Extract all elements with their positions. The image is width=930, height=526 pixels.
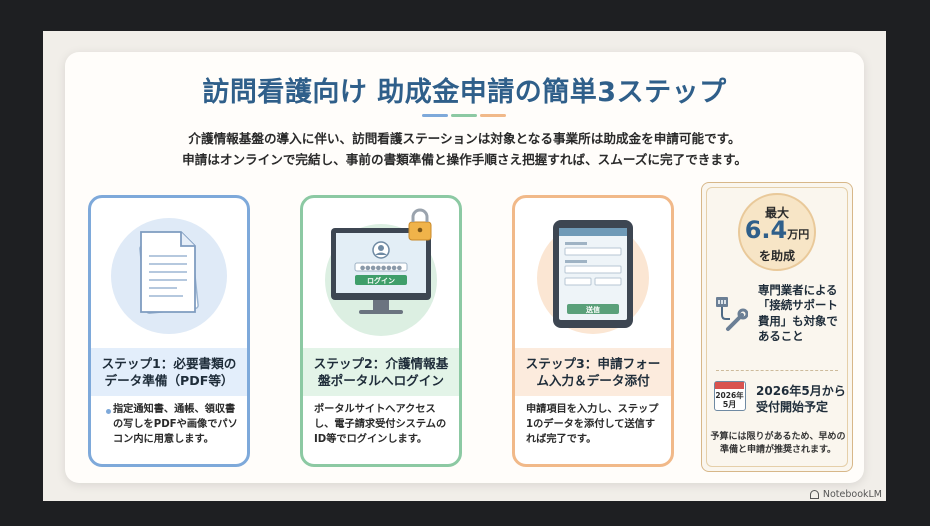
computer-login-icon: ●●●●●●●● ログイン — [303, 198, 459, 348]
subsidy-amount: 6.4万円 — [744, 216, 810, 244]
intro-line-2: 申請はオンラインで完結し、事前の書類準備と操作手順さえ把握すれば、スムーズに完了… — [182, 152, 747, 167]
panel-inner-border — [706, 187, 848, 467]
step-1-card: ステップ1：必要書類のデータ準備（PDF等） 指定通知書、通帳、領収書の写しをP… — [88, 195, 250, 467]
support-cost-text: 専門業者による 「接続サポート 費用」も対象で あること — [758, 283, 838, 344]
step-3-body: 申請項目を入力し、ステップ1のデータを添付して送信すれば完了です。 — [526, 404, 659, 445]
svg-text:送信: 送信 — [585, 305, 600, 314]
infographic-card: 訪問看護向け 助成金申請の簡単3ステップ 介護情報基盤の導入に伴い、訪問看護ステ… — [65, 52, 864, 483]
accent-bar-blue — [422, 114, 448, 117]
bottom-bar — [0, 501, 930, 526]
step-3-card: 送信 ステップ3：申請フォーム入力＆データ添付 申請項目を入力し、ステップ1のデ… — [512, 195, 674, 467]
svg-text:●●●●●●●●: ●●●●●●●● — [360, 265, 402, 272]
step-1-heading: ステップ1：必要書類のデータ準備（PDF等） — [91, 348, 247, 396]
step-1-body: 指定通知書、通帳、領収書の写しをPDFや画像でパソコン内に用意します。 — [106, 403, 241, 447]
start-date-text: 2026年5月から 受付開始予定 — [756, 384, 846, 415]
budget-note: 予算には限りがあるため、早めの準備と申請が推奨されます。 — [710, 432, 846, 455]
notebooklm-logo-icon — [809, 490, 819, 499]
accent-bar-orange — [480, 114, 506, 117]
subsidy-info-panel: 最大 6.4万円 を助成 専門業者による 「接続サポート 費用」も対象で — [701, 182, 853, 472]
network-repair-icon — [714, 293, 749, 333]
panel-divider — [716, 370, 838, 371]
step-2-card: ●●●●●●●● ログイン ステップ2：介護情報基盤ポータルへログイン ポータル… — [300, 195, 462, 467]
intro-line-1: 介護情報基盤の導入に伴い、訪問看護ステーションは対象となる事業所は助成金を申請可… — [188, 131, 741, 146]
document-icon — [91, 198, 247, 348]
calendar-icon: 2026年 5月 — [714, 381, 746, 411]
step-2-heading: ステップ2：介護情報基盤ポータルへログイン — [303, 348, 459, 396]
tablet-form-icon: 送信 — [515, 198, 671, 348]
max-subsidy-badge: 最大 6.4万円 を助成 — [738, 193, 816, 271]
svg-text:ログイン: ログイン — [367, 276, 395, 285]
slide-frame: 訪問看護向け 助成金申請の簡単3ステップ 介護情報基盤の導入に伴い、訪問看護ステ… — [43, 31, 886, 501]
bullet-icon — [106, 409, 111, 414]
step-3-heading: ステップ3：申請フォーム入力＆データ添付 — [515, 348, 671, 396]
page-title: 訪問看護向け 助成金申請の簡単3ステップ — [202, 77, 727, 108]
step-2-body: ポータルサイトへアクセスし、電子請求受付システムのID等でログインします。 — [314, 404, 447, 445]
accent-bar-green — [451, 114, 477, 117]
brand-mark: NotebookLM — [809, 489, 882, 500]
